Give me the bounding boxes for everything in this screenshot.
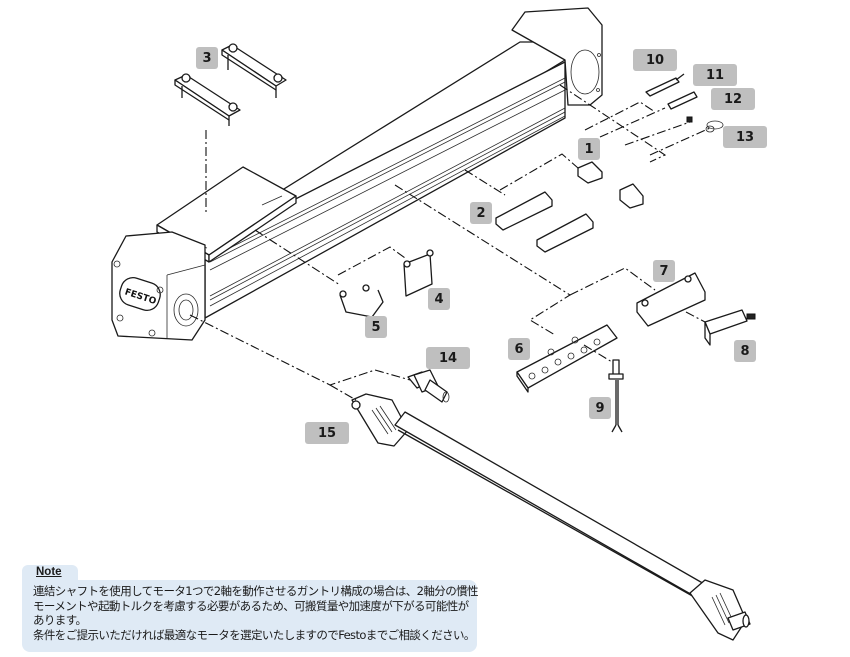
callout-1: 1 — [578, 138, 600, 160]
note-heading: Note — [36, 566, 62, 578]
part-4-cover-bracket — [403, 249, 434, 297]
callout-14: 14 — [426, 347, 470, 369]
note-box — [22, 580, 477, 652]
part-5-clip-bracket — [339, 284, 384, 318]
part-7-sensor-bracket — [636, 272, 706, 327]
callout-10: 10 — [633, 49, 677, 71]
callout-13: 13 — [723, 126, 767, 148]
leader-lines — [189, 84, 711, 401]
callout-12: 12 — [711, 88, 755, 110]
end-cap-near: FESTO — [111, 231, 206, 341]
part-9-proximity-sensor — [608, 359, 624, 433]
callout-5: 5 — [365, 316, 387, 338]
part-1-clamp — [577, 161, 644, 209]
part-8-sensor-module — [704, 309, 756, 346]
callout-2: 2 — [470, 202, 492, 224]
callout-6: 6 — [508, 338, 530, 360]
part-2-profile-mounting — [495, 191, 594, 253]
callout-3: 3 — [196, 47, 218, 69]
callout-15: 15 — [305, 422, 349, 444]
axis-profile — [204, 41, 566, 319]
part-6-mounting-plate — [516, 324, 618, 393]
callout-11: 11 — [693, 64, 737, 86]
part-3-adapter-plates — [174, 43, 287, 126]
note-body: 連結シャフトを使用してモータ1つで2軸を動作させるガントリ構成の場合は、2軸分の… — [33, 584, 479, 642]
callout-9: 9 — [589, 397, 611, 419]
end-cap-far — [511, 7, 603, 106]
part-14-coupling-adapter — [407, 369, 450, 403]
part-15-connecting-shaft — [351, 393, 751, 641]
callout-4: 4 — [428, 288, 450, 310]
callout-7: 7 — [653, 260, 675, 282]
callout-8: 8 — [734, 340, 756, 362]
note-tab — [22, 565, 78, 583]
parts-10-13-accessories — [645, 73, 724, 133]
